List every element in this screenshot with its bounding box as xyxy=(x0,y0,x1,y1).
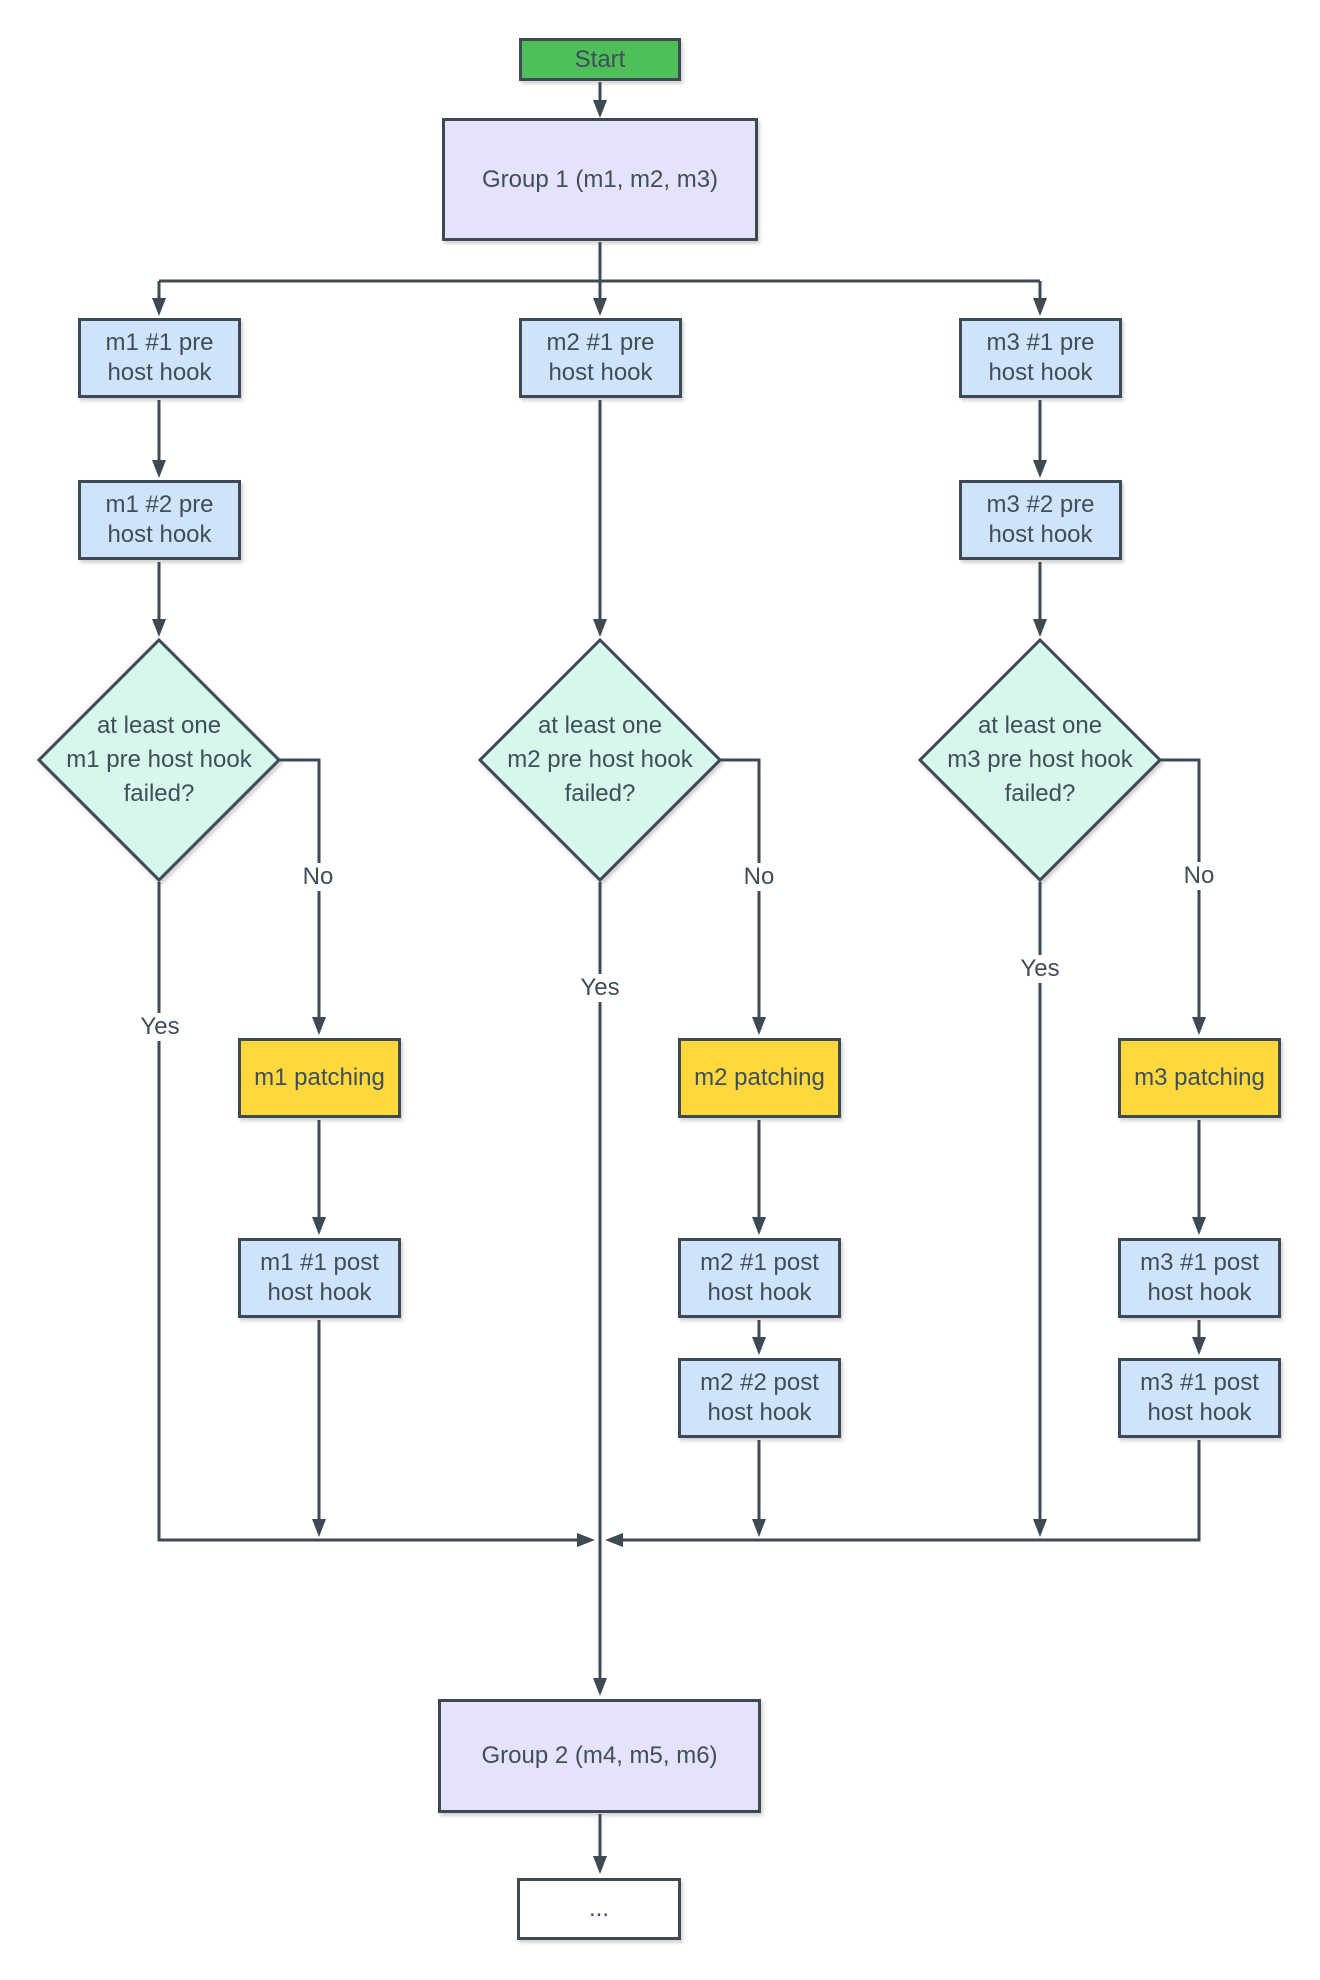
m2-post-hook-2-node: m2 #2 post host hook xyxy=(678,1358,841,1438)
m1-no-label: No xyxy=(297,863,339,891)
edge-m3-no-to-merge xyxy=(605,1440,1201,1547)
decision-diamond-m2 xyxy=(477,637,723,883)
group1-node: Group 1 (m1, m2, m3) xyxy=(442,118,758,241)
m3-pre-hook-2-node: m3 #2 pre host hook xyxy=(959,480,1122,560)
m1-yes-label: Yes xyxy=(135,1013,185,1041)
m3-post-hook-1-node: m3 #1 post host hook xyxy=(1118,1238,1281,1318)
m1-patching-node: m1 patching xyxy=(238,1038,401,1118)
m1-pre-hook-1-node: m1 #1 pre host hook xyxy=(78,318,241,398)
continuation-node: ... xyxy=(517,1878,681,1940)
m1-post-hook-1-node: m1 #1 post host hook xyxy=(238,1238,401,1318)
m3-no-label: No xyxy=(1178,862,1220,890)
m3-patching-node: m3 patching xyxy=(1118,1038,1281,1118)
decision-diamond-m1 xyxy=(36,637,282,883)
group2-node: Group 2 (m4, m5, m6) xyxy=(438,1699,761,1813)
m3-yes-label: Yes xyxy=(1015,955,1065,983)
m3-post-hook-2-node: m3 #1 post host hook xyxy=(1118,1358,1281,1438)
decision-diamond-m3 xyxy=(917,637,1163,883)
start-node: Start xyxy=(519,38,681,81)
m1-pre-hook-2-node: m1 #2 pre host hook xyxy=(78,480,241,560)
edge-m2-no-to-patching xyxy=(720,758,766,1035)
m2-post-hook-1-node: m2 #1 post host hook xyxy=(678,1238,841,1318)
m2-no-label: No xyxy=(738,863,780,891)
m3-pre-hook-1-node: m3 #1 pre host hook xyxy=(959,318,1122,398)
m2-pre-hook-1-node: m2 #1 pre host hook xyxy=(519,318,682,398)
edge-m1-no-to-patching xyxy=(279,758,326,1035)
edge-m3-no-to-patching xyxy=(1160,758,1206,1035)
m2-yes-label: Yes xyxy=(575,974,625,1002)
edge-m1-yes-to-merge xyxy=(157,882,595,1547)
m2-patching-node: m2 patching xyxy=(678,1038,841,1118)
